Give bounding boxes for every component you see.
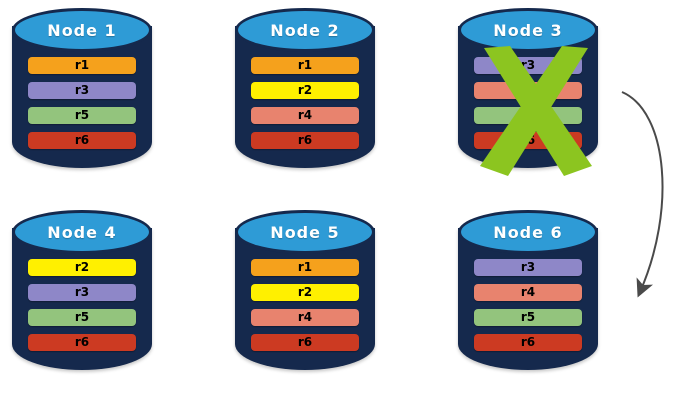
record-bar-r1: r1 — [28, 57, 136, 74]
cylinder-top — [235, 210, 375, 254]
db-node-2[interactable]: r1 r2 r4 r6 Node 2 — [235, 8, 375, 186]
node-label: Node 5 — [270, 223, 340, 242]
record-bar-r6: r6 — [474, 132, 582, 149]
db-node-1[interactable]: r1 r3 r5 r6 Node 1 — [12, 8, 152, 186]
record-bar-r4: r4 — [474, 284, 582, 301]
record-list: r3 r4 r5 r6 — [474, 259, 582, 359]
record-list: r3 r4 r5 r6 — [474, 57, 582, 157]
record-bar-r1: r1 — [251, 259, 359, 276]
record-bar-r3: r3 — [28, 82, 136, 99]
record-bar-r2: r2 — [251, 284, 359, 301]
cylinder-top — [235, 8, 375, 52]
record-bar-r5: r5 — [28, 107, 136, 124]
db-node-5[interactable]: r1 r2 r4 r6 Node 5 — [235, 210, 375, 388]
record-bar-r6: r6 — [474, 334, 582, 351]
db-node-4[interactable]: r2 r3 r5 r6 Node 4 — [12, 210, 152, 388]
cylinder-top — [458, 210, 598, 254]
record-bar-r6: r6 — [251, 132, 359, 149]
record-bar-r2: r2 — [28, 259, 136, 276]
record-bar-r3: r3 — [474, 57, 582, 74]
record-bar-r5: r5 — [474, 309, 582, 326]
record-bar-r6: r6 — [251, 334, 359, 351]
db-node-3[interactable]: r3 r4 r5 r6 Node 3 — [458, 8, 598, 186]
cylinder-top — [12, 210, 152, 254]
cylinder-top — [12, 8, 152, 52]
node-label: Node 1 — [47, 21, 117, 40]
node-label: Node 6 — [493, 223, 563, 242]
record-list: r1 r2 r4 r6 — [251, 259, 359, 359]
record-bar-r4: r4 — [474, 82, 582, 99]
record-list: r1 r3 r5 r6 — [28, 57, 136, 157]
record-list: r1 r2 r4 r6 — [251, 57, 359, 157]
record-bar-r3: r3 — [28, 284, 136, 301]
failover-arrow-path — [621, 91, 664, 298]
node-label: Node 2 — [270, 21, 340, 40]
record-bar-r3: r3 — [474, 259, 582, 276]
record-bar-r6: r6 — [28, 334, 136, 351]
db-node-6[interactable]: r3 r4 r5 r6 Node 6 — [458, 210, 598, 388]
record-bar-r6: r6 — [28, 132, 136, 149]
record-bar-r2: r2 — [251, 82, 359, 99]
record-bar-r4: r4 — [251, 107, 359, 124]
record-bar-r4: r4 — [251, 309, 359, 326]
record-list: r2 r3 r5 r6 — [28, 259, 136, 359]
record-bar-r5: r5 — [28, 309, 136, 326]
node-label: Node 4 — [47, 223, 117, 242]
node-label: Node 3 — [493, 21, 563, 40]
record-bar-r1: r1 — [251, 57, 359, 74]
record-bar-r5: r5 — [474, 107, 582, 124]
